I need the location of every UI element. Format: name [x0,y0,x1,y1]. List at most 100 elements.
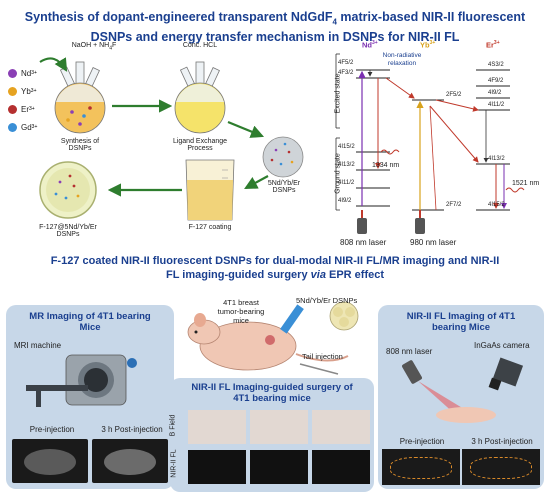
label-yb-sup: 3+ [429,40,436,46]
er-level-2: 4F9/2 [488,78,504,84]
bfield-image-2 [250,410,308,444]
mid-title-line2-via: via [310,269,326,281]
label-nd-text: Nd [362,40,372,50]
label-yb-text: Yb [420,40,430,50]
step-ligand-l1: Ligand Exchange [172,138,228,145]
label-nd-sup: 3+ [372,40,378,46]
fl-setup-icon [402,357,524,423]
step-ligand-l2: Process [187,145,213,152]
label-nd: Nd3+ [362,40,378,50]
step-final-l1: F-127@5Nd/Yb/Er [39,224,97,231]
yb-level-1: 2F5/2 [446,92,462,98]
reagent-hcl: Conc. HCL [182,42,218,49]
beaker-icon [185,159,235,221]
fl-post-label: 3 h Post-injection [471,437,533,446]
reagent-naoh-sub: 4 [109,45,113,52]
label-ground-state: Ground state [334,153,342,194]
mr-post-image [92,439,168,483]
bfield-image-1 [188,410,246,444]
step-synthesis-l1: Synthesis of [60,138,100,145]
emission-1521: 1521 nm [512,180,540,187]
er-level-3: 4I9/2 [488,90,502,96]
tumor-label-l1: 4T1 breast [223,298,259,307]
gd-dot-icon [8,122,17,132]
top-title: Synthesis of dopant-engineered transpare… [0,10,550,45]
ion-yb-label: Yb [21,86,31,96]
top-title-line1-rest: matrix-based NIR-II fluorescent [336,10,526,24]
label-yb: Yb3+ [420,40,435,50]
nd-level-2: 4F3/2 [338,70,354,76]
nirfl-image-3 [312,450,370,484]
laser-808-icon [357,210,367,234]
er-level-1: 4S3/2 [488,62,504,68]
fl-pre-label: Pre-injection [399,437,445,446]
fl-pre-image [382,449,460,485]
er-level-5: 4I13/2 [488,156,505,162]
laser-980-icon [415,210,425,234]
top-title-line1: Synthesis of dopant-engineered transpare… [24,10,333,24]
fl-panel-title-l2: bearing Mice [431,322,491,333]
top-title-sub: 4 [332,17,337,27]
step-f127: F-127 coating [188,224,232,231]
reagent-naoh-text: NaOH + NH [71,42,110,49]
ion-nd-label: Nd [21,68,32,78]
nd-level-6: 4I9/2 [338,198,352,204]
bfield-label: B Field [169,414,177,437]
ion-gd-sup: 3+ [31,124,38,130]
label-nonrad-l1: Non-radiative [382,52,422,59]
mouse-illustration [187,301,359,375]
energy-diagram [335,53,525,234]
step-dsnps-l2: DSNPs [272,187,296,194]
nd-level-5: 4I11/2 [338,180,355,186]
ion-nd-sup: 3+ [31,70,37,76]
surgery-title-l1: NIR-II FL Imaging-guided surgery of [191,382,353,393]
step-dsnps-l1: 5Nd/Yb/Er [267,180,301,187]
top-title-line2: DSNPs and energy transfer mechanism in D… [90,29,460,44]
reagent-naoh: NaOH + NH4F [44,42,144,51]
nd-dot-icon [8,68,17,78]
fl-post-outline [470,457,532,479]
tumor-label-l2: tumor-bearing [217,307,265,316]
mid-title: F-127 coated NIR-II fluorescent DSNPs fo… [0,254,550,282]
nirfl-image-1 [188,450,246,484]
label-er-text: Er [486,40,494,50]
ion-er-sup: 3+ [29,106,35,112]
nirfl-image-2 [250,450,308,484]
yb-level-2: 2F7/2 [446,202,462,208]
surgery-title-l2: 4T1 bearing mice [233,393,311,404]
mr-pre-tissue [24,449,76,475]
tumor-label-l3: mice [233,316,249,325]
ion-yb-sup: 3+ [30,88,37,94]
mri-machine-label: MRI machine [14,341,62,350]
mr-pre-image [12,439,88,483]
step-final-l2: DSNPs [56,231,80,238]
reagent-naoh-end: F [112,42,117,49]
mr-pre-label: Pre-injection [29,425,75,434]
label-er-sup: 3+ [493,40,500,46]
dsnps-label: 5Nd/Yb/Er DSNPs [296,296,358,305]
nd-level-4: 4I13/2 [338,162,355,168]
mid-title-line2a: FL imaging-guided surgery [165,269,311,281]
er-dot-icon [8,104,17,114]
label-er: Er3+ [486,40,500,50]
er-level-6: 4I15/2 [488,202,505,208]
er-level-4: 4I11/2 [488,102,505,108]
mid-title-line2c: EPR effect [325,269,385,281]
mr-panel-title-l2: Mice [79,322,101,333]
fl-post-image [462,449,540,485]
